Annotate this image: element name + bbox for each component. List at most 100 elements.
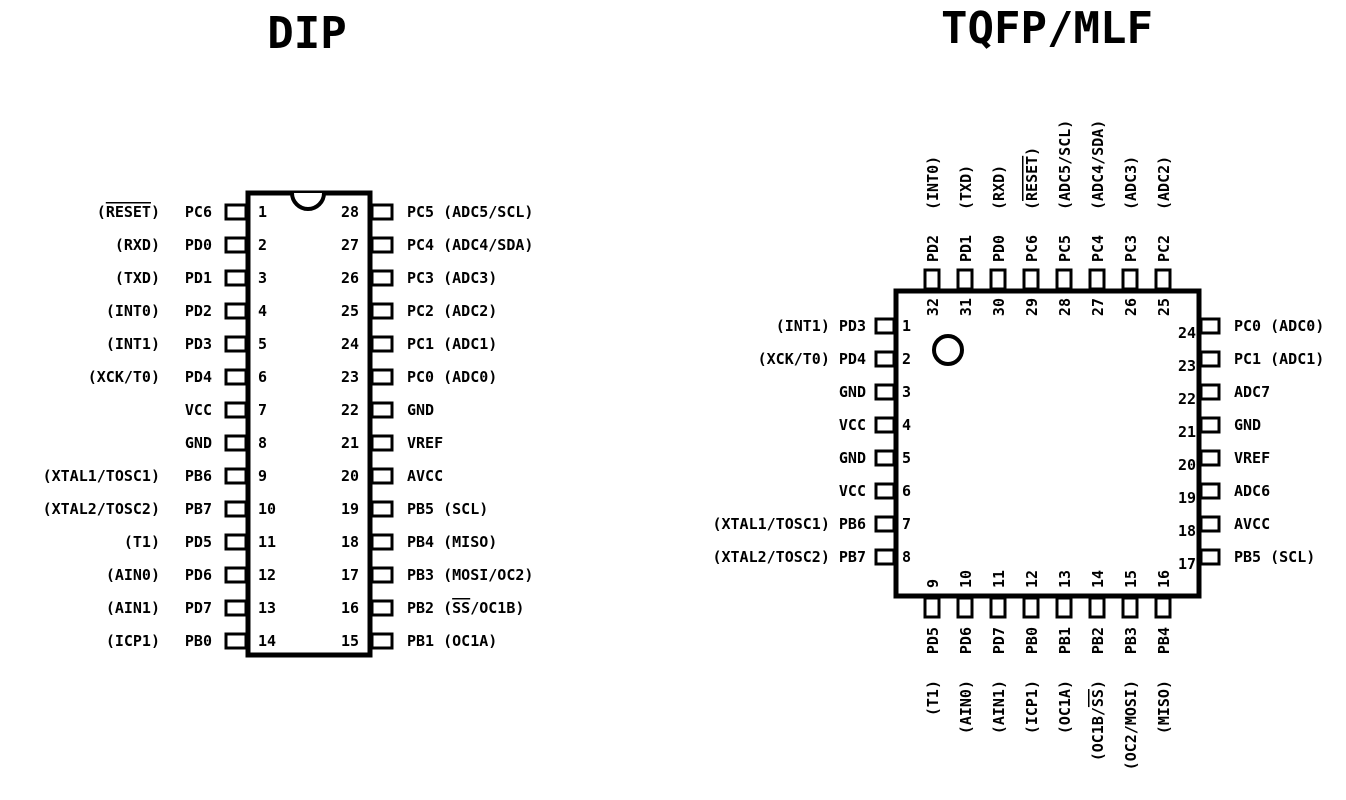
tqfp-pin-name: PB4 — [1155, 627, 1173, 654]
tqfp-pin-16 — [1154, 596, 1172, 619]
tqfp-pin-name: PD6 — [957, 627, 975, 654]
tqfp-pin-alt-function: (AIN0) — [957, 680, 975, 734]
tqfp-pin-alt-function: (ADC2) — [1155, 156, 1173, 210]
dip-pin-number: 2 — [258, 236, 267, 254]
tqfp-pin-name: PC4 — [1089, 235, 1107, 262]
dip-pin-number: 28 — [341, 203, 359, 221]
tqfp-pin-23 — [1199, 350, 1221, 368]
tqfp-pin-number: 11 — [990, 570, 1008, 588]
tqfp-pin-label: (XTAL2/TOSC2) PB7 — [712, 548, 866, 566]
tqfp-pin-6 — [874, 482, 896, 500]
dip-pin-19 — [370, 500, 394, 518]
tqfp-pin-number: 1 — [902, 317, 911, 335]
dip-pin-2 — [224, 236, 248, 254]
dip-pin-11 — [224, 533, 248, 551]
tqfp-pin-12 — [1022, 596, 1040, 619]
dip-pin-label: PB4 (MISO) — [407, 533, 497, 551]
dip-pin-number: 25 — [341, 302, 359, 320]
dip-pin-label: PB1 (OC1A) — [407, 632, 497, 650]
dip-pin-label: AVCC — [407, 467, 443, 485]
tqfp-pin-number: 15 — [1122, 570, 1140, 588]
dip-pin-name: PB7 — [185, 500, 212, 518]
tqfp-pin-number: 26 — [1122, 298, 1140, 316]
dip-pin-name: PD3 — [185, 335, 212, 353]
tqfp-pin-number: 29 — [1023, 298, 1041, 316]
tqfp-pin-alt-function: (ADC5/SCL) — [1056, 120, 1074, 210]
tqfp-pin-number: 5 — [902, 449, 911, 467]
dip-title: DIP — [267, 8, 346, 59]
tqfp-pin-20 — [1199, 449, 1221, 467]
dip-notch — [290, 192, 326, 211]
dip-pin-3 — [224, 269, 248, 287]
dip-pin-number: 12 — [258, 566, 276, 584]
dip-pin-alt-function: (XTAL1/TOSC1) — [43, 467, 160, 485]
dip-pin-name: PB6 — [185, 467, 212, 485]
tqfp-pin-24 — [1199, 317, 1221, 335]
tqfp-pin1-marker — [932, 334, 964, 366]
dip-pin-number: 13 — [258, 599, 276, 617]
tqfp-pin-number: 21 — [1178, 423, 1196, 441]
dip-pin-alt-function: (RXD) — [115, 236, 160, 254]
tqfp-pin-alt-function: (ADC4/SDA) — [1089, 120, 1107, 210]
tqfp-pin-name: PD5 — [924, 627, 942, 654]
tqfp-pin-number: 27 — [1089, 298, 1107, 316]
dip-pin-name: PD2 — [185, 302, 212, 320]
tqfp-pin-name: PC5 — [1056, 235, 1074, 262]
dip-pin-28 — [370, 203, 394, 221]
tqfp-pin-13 — [1055, 596, 1073, 619]
tqfp-pin-alt-function: (RXD) — [990, 165, 1008, 210]
tqfp-pin-label: VREF — [1234, 449, 1270, 467]
tqfp-pin-number: 31 — [957, 298, 975, 316]
dip-pin-alt-function: (AIN0) — [106, 566, 160, 584]
dip-pin-number: 8 — [258, 434, 267, 452]
tqfp-pin-number: 12 — [1023, 570, 1041, 588]
dip-pin-number: 4 — [258, 302, 267, 320]
tqfp-pin-name: PB0 — [1023, 627, 1041, 654]
tqfp-pin-alt-function: (OC1A) — [1056, 680, 1074, 734]
dip-pin-23 — [370, 368, 394, 386]
dip-pin-number: 9 — [258, 467, 267, 485]
dip-pin-number: 22 — [341, 401, 359, 419]
dip-pin-label: PC0 (ADC0) — [407, 368, 497, 386]
dip-pin-name: PD6 — [185, 566, 212, 584]
tqfp-pin-name: PD1 — [957, 235, 975, 262]
dip-pin-number: 15 — [341, 632, 359, 650]
tqfp-pin-alt-function: (INT0) — [924, 156, 942, 210]
dip-pin-alt-function: (RESET) — [97, 203, 160, 221]
tqfp-pin-31 — [956, 268, 974, 291]
dip-pin-number: 14 — [258, 632, 276, 650]
tqfp-pin-label: ADC6 — [1234, 482, 1270, 500]
tqfp-pin-label: PC1 (ADC1) — [1234, 350, 1324, 368]
tqfp-pin-label: VCC — [839, 482, 866, 500]
tqfp-pin-17 — [1199, 548, 1221, 566]
dip-pin-number: 27 — [341, 236, 359, 254]
dip-pin-number: 23 — [341, 368, 359, 386]
tqfp-pin-number: 24 — [1178, 324, 1196, 342]
dip-pin-alt-function: (INT0) — [106, 302, 160, 320]
tqfp-pin-number: 6 — [902, 482, 911, 500]
dip-pin-9 — [224, 467, 248, 485]
tqfp-pin-5 — [874, 449, 896, 467]
tqfp-pin-8 — [874, 548, 896, 566]
dip-pin-number: 16 — [341, 599, 359, 617]
tqfp-pin-2 — [874, 350, 896, 368]
tqfp-pin-number: 8 — [902, 548, 911, 566]
tqfp-pin-number: 20 — [1178, 456, 1196, 474]
dip-pin-number: 21 — [341, 434, 359, 452]
tqfp-pin-name: PC2 — [1155, 235, 1173, 262]
dip-pin-17 — [370, 566, 394, 584]
tqfp-pin-alt-function: (T1) — [924, 680, 942, 716]
tqfp-pin-alt-function: (ICP1) — [1023, 680, 1041, 734]
dip-pin-alt-function: (XTAL2/TOSC2) — [43, 500, 160, 518]
tqfp-pin-number: 23 — [1178, 357, 1196, 375]
dip-pin-21 — [370, 434, 394, 452]
tqfp-pin-11 — [989, 596, 1007, 619]
dip-pin-8 — [224, 434, 248, 452]
tqfp-pin-label: PC0 (ADC0) — [1234, 317, 1324, 335]
tqfp-pin-26 — [1121, 268, 1139, 291]
tqfp-pin-alt-function: (AIN1) — [990, 680, 1008, 734]
tqfp-pin-10 — [956, 596, 974, 619]
dip-pin-label: PB2 (SS/OC1B) — [407, 599, 524, 617]
dip-pin-number: 7 — [258, 401, 267, 419]
tqfp-pin-alt-function: (OC1B/SS) — [1089, 680, 1107, 761]
